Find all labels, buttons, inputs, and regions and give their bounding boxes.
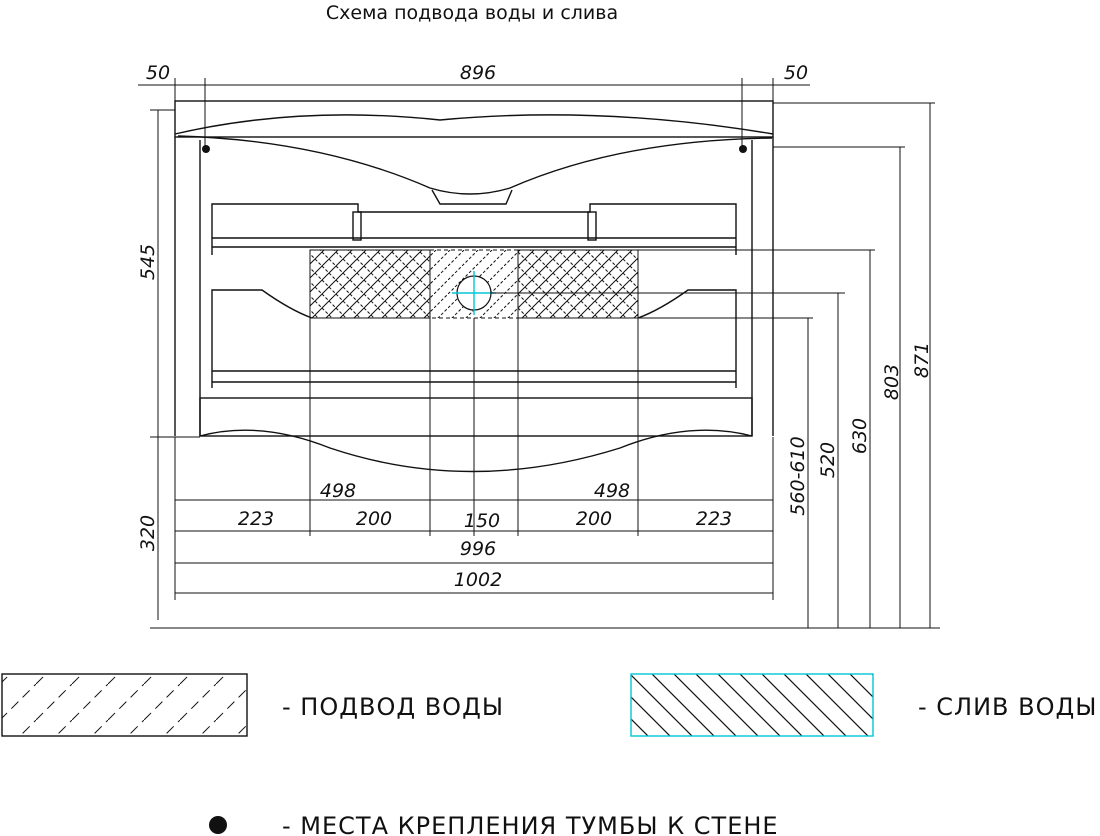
dim-height-320: 320 [137,515,159,551]
top-dimension: 50 896 50 [138,62,810,150]
dim-height-520: 520 [817,442,839,478]
dim-height-803: 803 [881,364,903,400]
left-dimensions: 545 320 [137,109,940,629]
legend-mount-label: - МЕСТА КРЕПЛЕНИЯ ТУМБЫ К СТЕНЕ [282,812,779,836]
dim-seg-200-right: 200 [576,508,612,530]
supply-zone-left [309,249,431,319]
legend: - ПОДВОД ВОДЫ - СЛИВ ВОДЫ - МЕСТА КРЕПЛЕ… [1,673,1097,836]
mount-point-left [202,145,210,153]
diagram-title: Схема подвода воды и слива [326,2,618,24]
dim-left-498: 498 [320,480,356,502]
dim-width-1002: 1002 [454,569,502,591]
dim-right-498: 498 [594,480,630,502]
dim-top-width: 896 [460,62,496,84]
mount-point-right [739,145,747,153]
legend-supply-swatch [1,673,248,737]
dim-top-left-offset: 50 [146,62,170,84]
legend-drain: - СЛИВ ВОДЫ [630,673,1097,737]
legend-mount: - МЕСТА КРЕПЛЕНИЯ ТУМБЫ К СТЕНЕ [209,812,779,836]
dim-height-871: 871 [911,342,933,378]
legend-water-supply: - ПОДВОД ВОДЫ [1,673,504,737]
dim-seg-150: 150 [464,510,500,532]
drain-zone [429,249,519,319]
legend-supply-label: - ПОДВОД ВОДЫ [282,693,504,721]
dim-seg-223-right: 223 [696,508,732,530]
legend-mount-dot [209,816,227,834]
bottom-dimensions: 498 498 223 200 150 200 223 996 1002 [175,480,773,594]
cabinet-outline [174,100,774,473]
legend-drain-swatch [630,673,874,737]
dim-height-545: 545 [137,244,159,280]
supply-zone-right [517,249,639,319]
dim-top-right-offset: 50 [784,62,808,84]
dim-width-996: 996 [460,538,496,560]
legend-drain-label: - СЛИВ ВОДЫ [918,693,1097,721]
dim-seg-223-left: 223 [238,508,274,530]
dim-seg-200-left: 200 [356,508,392,530]
right-dimensions: 871 803 630 520 560-610 [490,102,935,628]
dim-height-560-610: 560-610 [787,436,809,515]
dim-height-630: 630 [849,418,871,454]
